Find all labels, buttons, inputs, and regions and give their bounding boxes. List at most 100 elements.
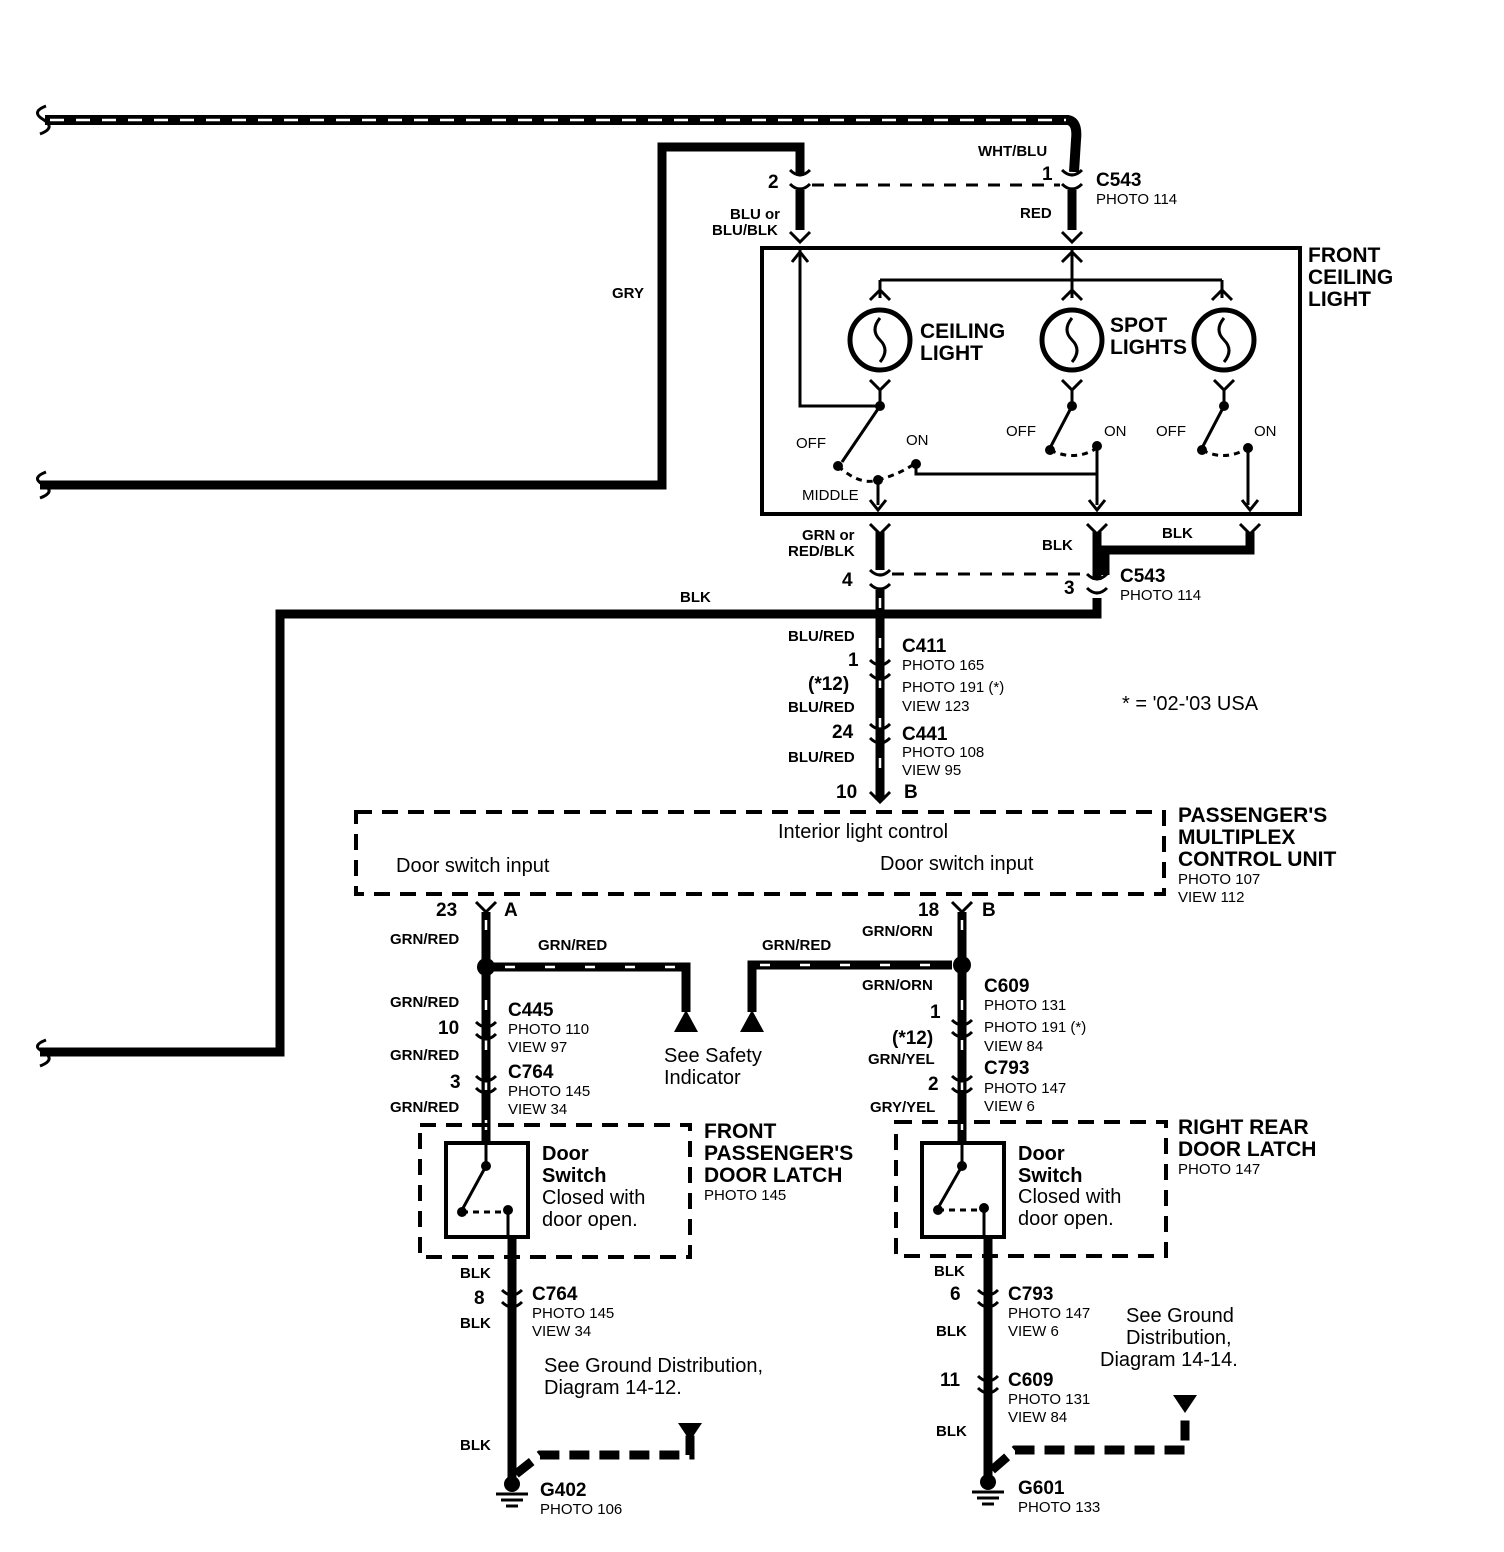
- photo-ref: VIEW 123: [902, 698, 970, 715]
- component-title: RIGHT REAR: [1178, 1116, 1309, 1139]
- ceiling-light-label: CEILING: [920, 320, 1005, 343]
- photo-ref: PHOTO 114: [1096, 191, 1177, 208]
- wire-label: BLK: [460, 1315, 491, 1332]
- component-title: PASSENGER'S: [1178, 804, 1327, 827]
- wire-blk-box-2: [1100, 532, 1255, 575]
- internal-wire: [876, 464, 1099, 505]
- wires: [36, 104, 1255, 1478]
- connector-mark: [950, 1074, 974, 1095]
- ground-arrow-icon: [678, 1423, 702, 1441]
- component-title: PASSENGER'S: [704, 1142, 853, 1165]
- splice-dot: [953, 956, 971, 974]
- switch-position: ON: [906, 432, 929, 449]
- connector-label: C445: [508, 1000, 554, 1021]
- pin-number: 10: [438, 1018, 459, 1039]
- wire-label: RED/BLK: [788, 543, 855, 560]
- bulb-icon: [1191, 307, 1257, 373]
- ground-note: Distribution,: [1126, 1327, 1232, 1349]
- ground-label: G601: [1018, 1478, 1065, 1499]
- ground-symbol-icon: [972, 1474, 1004, 1506]
- connector-mark: [474, 900, 974, 915]
- wire-label: GRN/ORN: [862, 977, 933, 994]
- component-title: LIGHT: [1308, 288, 1371, 311]
- bulb-icon: [847, 307, 913, 373]
- safety-arrow-icon: [740, 1010, 764, 1032]
- photo-ref: PHOTO 145: [532, 1305, 614, 1322]
- wire-label: BLK: [934, 1263, 965, 1280]
- pin-number: 10: [836, 782, 857, 803]
- wire-label: GRN/RED: [390, 994, 459, 1011]
- pin-number: 1: [848, 650, 859, 671]
- connector-label: C441: [902, 724, 948, 745]
- wire-label: BLU/RED: [788, 628, 855, 645]
- internal-wire: [878, 250, 1224, 298]
- bulb-icon: [1039, 307, 1105, 373]
- connector-mark: [474, 1020, 498, 1041]
- wire-blk-long: [40, 598, 1102, 1057]
- internal-arrow: [868, 249, 1234, 302]
- wire-blk-ground-left-branch: [513, 1432, 695, 1478]
- photo-ref: VIEW 112: [1178, 889, 1244, 906]
- front-ceiling-light-box: [760, 246, 1302, 516]
- door-switch-label: Switch: [542, 1165, 606, 1187]
- wire-label: GRN/RED: [762, 937, 831, 954]
- door-switch-label: Closed with: [542, 1187, 645, 1209]
- spot-lights-label: SPOT: [1110, 314, 1167, 337]
- ceiling-switch: [840, 405, 882, 463]
- pin-letter: B: [982, 900, 996, 921]
- safety-indicator-label: See Safety: [664, 1045, 762, 1067]
- connector-label: C543: [1096, 170, 1141, 191]
- switch-position: ON: [1254, 423, 1277, 440]
- pin-number: 24: [832, 722, 854, 743]
- safety-indicator-label: Indicator: [664, 1067, 741, 1089]
- photo-ref: VIEW 84: [1008, 1409, 1067, 1426]
- connector-mark: [500, 1288, 524, 1309]
- ground-note: See Ground: [1126, 1305, 1234, 1327]
- ground-label: G402: [540, 1480, 586, 1501]
- connector-mark: [976, 1288, 1000, 1309]
- connector-label: C764: [532, 1284, 578, 1305]
- wire-gry: [40, 142, 805, 490]
- year-note: * = '02-'03 USA: [1122, 693, 1259, 715]
- door-switch-contact: [936, 1143, 964, 1209]
- component-title: FRONT: [704, 1120, 776, 1143]
- switch-position: ON: [1104, 423, 1127, 440]
- connector-mark: [788, 168, 812, 191]
- ceiling-light-label: LIGHT: [920, 342, 983, 365]
- door-switch-contact: [460, 1143, 488, 1211]
- wire-label: BLU or: [730, 206, 780, 223]
- wire-label: BLU/BLK: [712, 222, 778, 239]
- mcu-door-input-left: Door switch input: [396, 855, 550, 877]
- component-title: DOOR LATCH: [1178, 1138, 1316, 1161]
- connector-mark: [868, 522, 1262, 537]
- wire-label: BLK: [1162, 525, 1193, 542]
- wire-label: BLK: [936, 1323, 967, 1340]
- wire-label: BLK: [1042, 537, 1073, 554]
- pin-number: 18: [918, 900, 939, 921]
- pin-number: 4: [842, 570, 853, 591]
- door-switch-label: door open.: [1018, 1208, 1114, 1230]
- photo-ref: PHOTO 108: [902, 744, 984, 761]
- mcu-door-input-right: Door switch input: [880, 853, 1034, 875]
- component-title: CONTROL UNIT: [1178, 848, 1336, 871]
- ground-arrow-icon: [1173, 1395, 1197, 1413]
- spot-switch: [1048, 405, 1074, 449]
- wire-label: GRN or: [802, 527, 855, 544]
- photo-ref: VIEW 6: [984, 1098, 1035, 1115]
- component-title: MULTIPLEX: [1178, 826, 1295, 849]
- pin-number: 6: [950, 1284, 961, 1305]
- photo-ref: VIEW 6: [1008, 1323, 1059, 1340]
- wire-label: GRN/RED: [390, 931, 459, 948]
- connector-mark: [788, 230, 1084, 245]
- wire-label: BLU/RED: [788, 749, 855, 766]
- connector-label: C793: [1008, 1284, 1053, 1305]
- wire-label: BLK: [936, 1423, 967, 1440]
- switch-position: OFF: [1006, 423, 1036, 440]
- switch-position: OFF: [796, 435, 826, 452]
- wire-wht-blu: [45, 115, 1082, 173]
- internal-wire: [868, 378, 1236, 404]
- pin-letter: A: [504, 900, 518, 921]
- wire-end-tilde: [36, 1038, 51, 1068]
- photo-ref: PHOTO 147: [1008, 1305, 1090, 1322]
- door-switch-label: door open.: [542, 1209, 638, 1231]
